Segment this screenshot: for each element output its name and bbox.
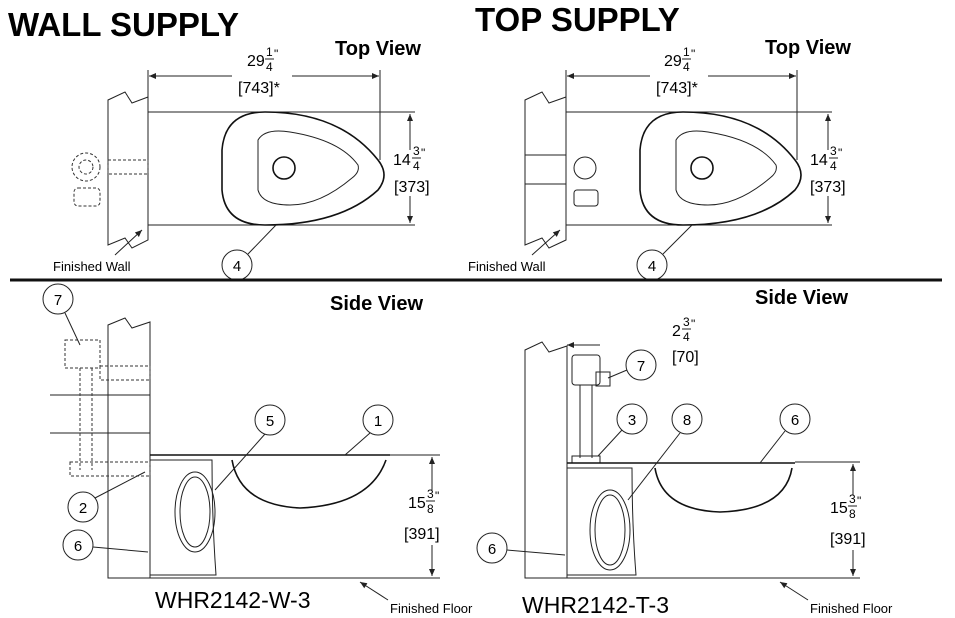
dim-den: 8: [427, 502, 434, 516]
dim-whole: 29: [247, 53, 265, 70]
finished-wall-label: Finished Wall: [468, 259, 546, 274]
dim-mm: [70]: [672, 349, 699, 366]
top-supply-side-view: Side View 2 3 4 " [70] 15 3 8 ": [476, 287, 893, 618]
bowl-outline: [639, 111, 802, 226]
dim-num: 3: [830, 144, 837, 158]
callout-8: [671, 403, 703, 435]
dim-num: 3: [413, 144, 420, 158]
valve-icon: [71, 152, 101, 182]
callout-label: 3: [628, 412, 636, 429]
dim-whole: 14: [393, 152, 411, 169]
dim-whole: 14: [810, 152, 828, 169]
dim-den: 4: [266, 60, 273, 74]
dim-unit: ": [691, 317, 695, 331]
dim-unit: ": [857, 494, 861, 508]
dim-num: 3: [683, 315, 690, 329]
bowl-profile: [231, 459, 387, 509]
callout-label: 4: [233, 258, 241, 275]
dim-whole: 15: [408, 495, 426, 512]
callout-6-bolt: [476, 532, 508, 564]
dim-num: 3: [427, 487, 434, 501]
wall-section: [107, 317, 151, 579]
callout-label: 6: [791, 412, 799, 429]
callout-label: 7: [54, 292, 62, 309]
callout-label: 7: [637, 358, 645, 375]
callout-label: 2: [79, 500, 87, 517]
wall-section: [107, 91, 149, 249]
finished-wall-label: Finished Wall: [53, 259, 131, 274]
callout-label: 1: [374, 413, 382, 430]
top-supply-top-view: TOP SUPPLY Top View 29 1 4 " [743]* 14 3: [468, 1, 851, 281]
model-number: WHR2142-W-3: [155, 587, 311, 613]
callout-6: [779, 403, 811, 435]
callout-7: [625, 349, 657, 381]
dim-unit: ": [421, 146, 425, 160]
callout-label: 6: [488, 541, 496, 558]
wall-length-dimension: 29 1 4 " [743]*: [147, 45, 381, 160]
wall-side-view-label: Side View: [330, 293, 423, 315]
dim-num: 3: [849, 492, 856, 506]
access-plate: [589, 489, 631, 571]
callout-7: [42, 283, 74, 315]
wall-top-view-label: Top View: [335, 38, 421, 60]
dim-mm: [391]: [404, 526, 440, 543]
dim-mm: [373]: [394, 179, 430, 196]
callout-label: 5: [266, 413, 274, 430]
top-height-dimension: 15 3 8 " [391]: [830, 464, 866, 576]
dim-whole: 15: [830, 500, 848, 517]
offset-dimension: 2 3 4 " [70]: [567, 315, 699, 366]
top-width-dimension: 14 3 4 " [373]: [810, 114, 846, 223]
top-supply-title: TOP SUPPLY: [475, 1, 680, 38]
dim-mm: [743]*: [238, 80, 280, 97]
dim-unit: ": [691, 47, 695, 61]
callout-1: [362, 404, 394, 436]
finished-floor-label: Finished Floor: [390, 601, 473, 616]
bowl-outline: [221, 111, 385, 226]
dim-unit: ": [838, 146, 842, 160]
wall-section: [524, 341, 568, 579]
top-side-view-label: Side View: [755, 287, 848, 309]
wall-width-dimension: 14 3 4 " [373]: [393, 114, 430, 223]
callout-3: [616, 403, 648, 435]
dim-den: 4: [413, 159, 420, 173]
callout-label: 8: [683, 412, 691, 429]
dim-den: 4: [683, 330, 690, 344]
finished-floor-label: Finished Floor: [810, 601, 893, 616]
wall-supply-title: WALL SUPPLY: [8, 6, 239, 43]
wall-section: [524, 91, 567, 249]
top-top-view-label: Top View: [765, 37, 851, 59]
dim-num: 1: [266, 45, 273, 59]
bowl-profile: [654, 467, 793, 513]
callout-5: [254, 404, 286, 436]
wall-height-dimension: 15 3 8 " [391]: [404, 457, 440, 576]
valve-icon: [571, 354, 601, 386]
dim-unit: ": [274, 47, 278, 61]
dim-whole: 2: [672, 323, 681, 340]
drain-icon: [690, 156, 714, 180]
dim-unit: ": [435, 489, 439, 503]
wall-supply-top-view: WALL SUPPLY Top View 29 1 4 " [743]* 14: [8, 6, 430, 281]
drain-icon: [272, 156, 296, 180]
dim-num: 1: [683, 45, 690, 59]
dim-den: 8: [849, 507, 856, 521]
model-number: WHR2142-T-3: [522, 592, 669, 618]
access-plate: [174, 471, 216, 553]
callout-label: 4: [648, 258, 656, 275]
callout-label: 6: [74, 538, 82, 555]
dim-den: 4: [683, 60, 690, 74]
valve-icon: [573, 156, 597, 180]
callout-6: [62, 529, 94, 561]
wall-supply-side-view: Side View 15 3 8 " [391] 7 5: [42, 283, 473, 616]
dim-whole: 29: [664, 53, 682, 70]
dim-den: 4: [830, 159, 837, 173]
dim-mm: [743]*: [656, 80, 698, 97]
dim-mm: [391]: [830, 531, 866, 548]
callout-2: [67, 491, 99, 523]
valve-icon: [64, 339, 101, 369]
dim-mm: [373]: [810, 179, 846, 196]
top-length-dimension: 29 1 4 " [743]*: [565, 45, 798, 160]
